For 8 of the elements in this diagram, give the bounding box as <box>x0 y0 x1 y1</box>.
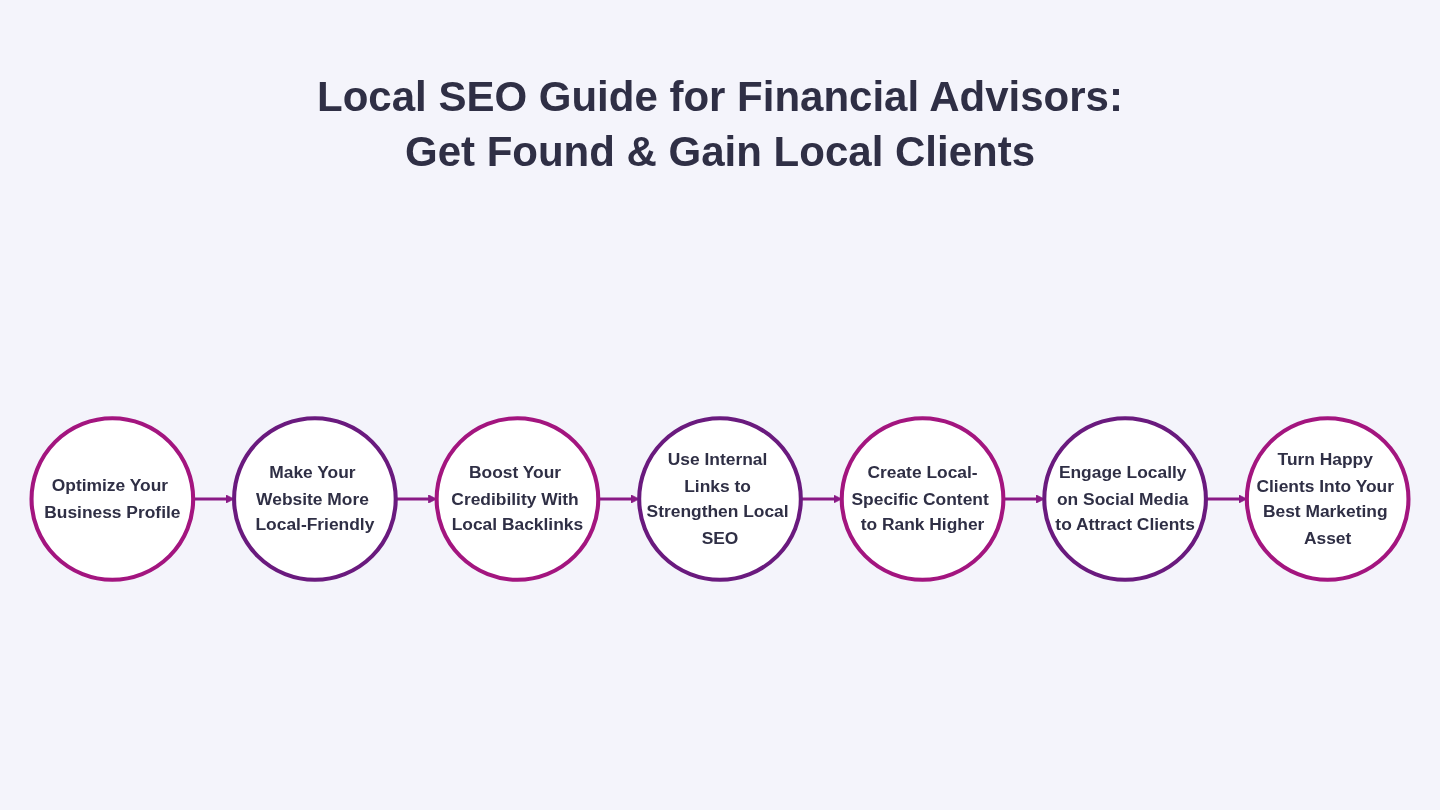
node-circle: Use Internal Links to Strengthen Local SEO <box>637 416 803 582</box>
node-circle: Optimize Your Business Profile <box>29 416 196 582</box>
node-circle: Create Local-Specific Content to Rank Higher <box>839 416 1006 582</box>
node-circle: Make Your Website More Local-Friendly <box>232 416 398 582</box>
title: Local SEO Guide for Financial Advisors: Get Found & Gain Local Clients <box>316 72 1124 177</box>
node-circle: Turn Happy Clients Into Your Best Marketing Asset <box>1244 416 1411 582</box>
node-circle: Boost Your Credibility With Local Backlinks <box>434 416 601 582</box>
node-circle: Engage Locally on Social Media to Attract Clients <box>1042 416 1208 582</box>
